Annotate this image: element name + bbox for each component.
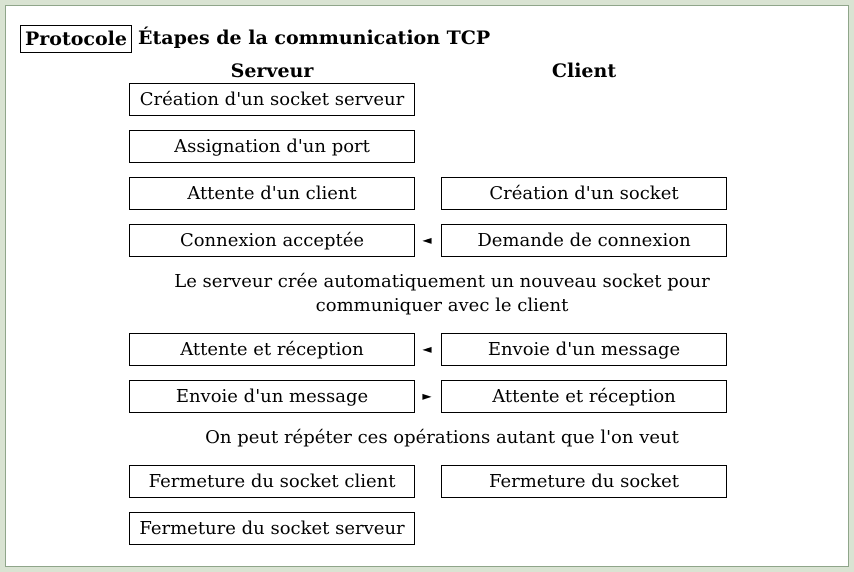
- server-column-header: Serveur: [230, 60, 314, 82]
- client-step-close-socket: Fermeture du socket: [441, 465, 727, 498]
- arrow-left-message: ◄: [422, 342, 432, 356]
- protocol-tag: Protocole: [20, 25, 132, 53]
- client-step-connection-request: Demande de connexion: [441, 224, 727, 257]
- arrow-left-connection: ◄: [422, 233, 432, 247]
- diagram-title: Étapes de la communication TCP: [138, 27, 491, 49]
- server-step-close-server-socket: Fermeture du socket serveur: [129, 512, 415, 545]
- client-step-wait-receive: Attente et réception: [441, 380, 727, 413]
- server-step-wait-client: Attente d'un client: [129, 177, 415, 210]
- note-new-socket: Le serveur crée automatiquement un nouve…: [174, 271, 710, 316]
- diagram-frame: Protocole Étapes de la communication TCP…: [5, 5, 849, 567]
- note-repeat: On peut répéter ces opérations autant qu…: [205, 427, 679, 448]
- server-step-connection-accepted: Connexion acceptée: [129, 224, 415, 257]
- server-step-wait-receive: Attente et réception: [129, 333, 415, 366]
- client-step-send-message: Envoie d'un message: [441, 333, 727, 366]
- server-step-close-client-socket: Fermeture du socket client: [129, 465, 415, 498]
- client-step-create-socket: Création d'un socket: [441, 177, 727, 210]
- server-step-create-socket: Création d'un socket serveur: [129, 83, 415, 116]
- client-column-header: Client: [551, 60, 617, 82]
- server-step-send-message: Envoie d'un message: [129, 380, 415, 413]
- arrow-right-message: ►: [422, 389, 432, 403]
- server-step-assign-port: Assignation d'un port: [129, 130, 415, 163]
